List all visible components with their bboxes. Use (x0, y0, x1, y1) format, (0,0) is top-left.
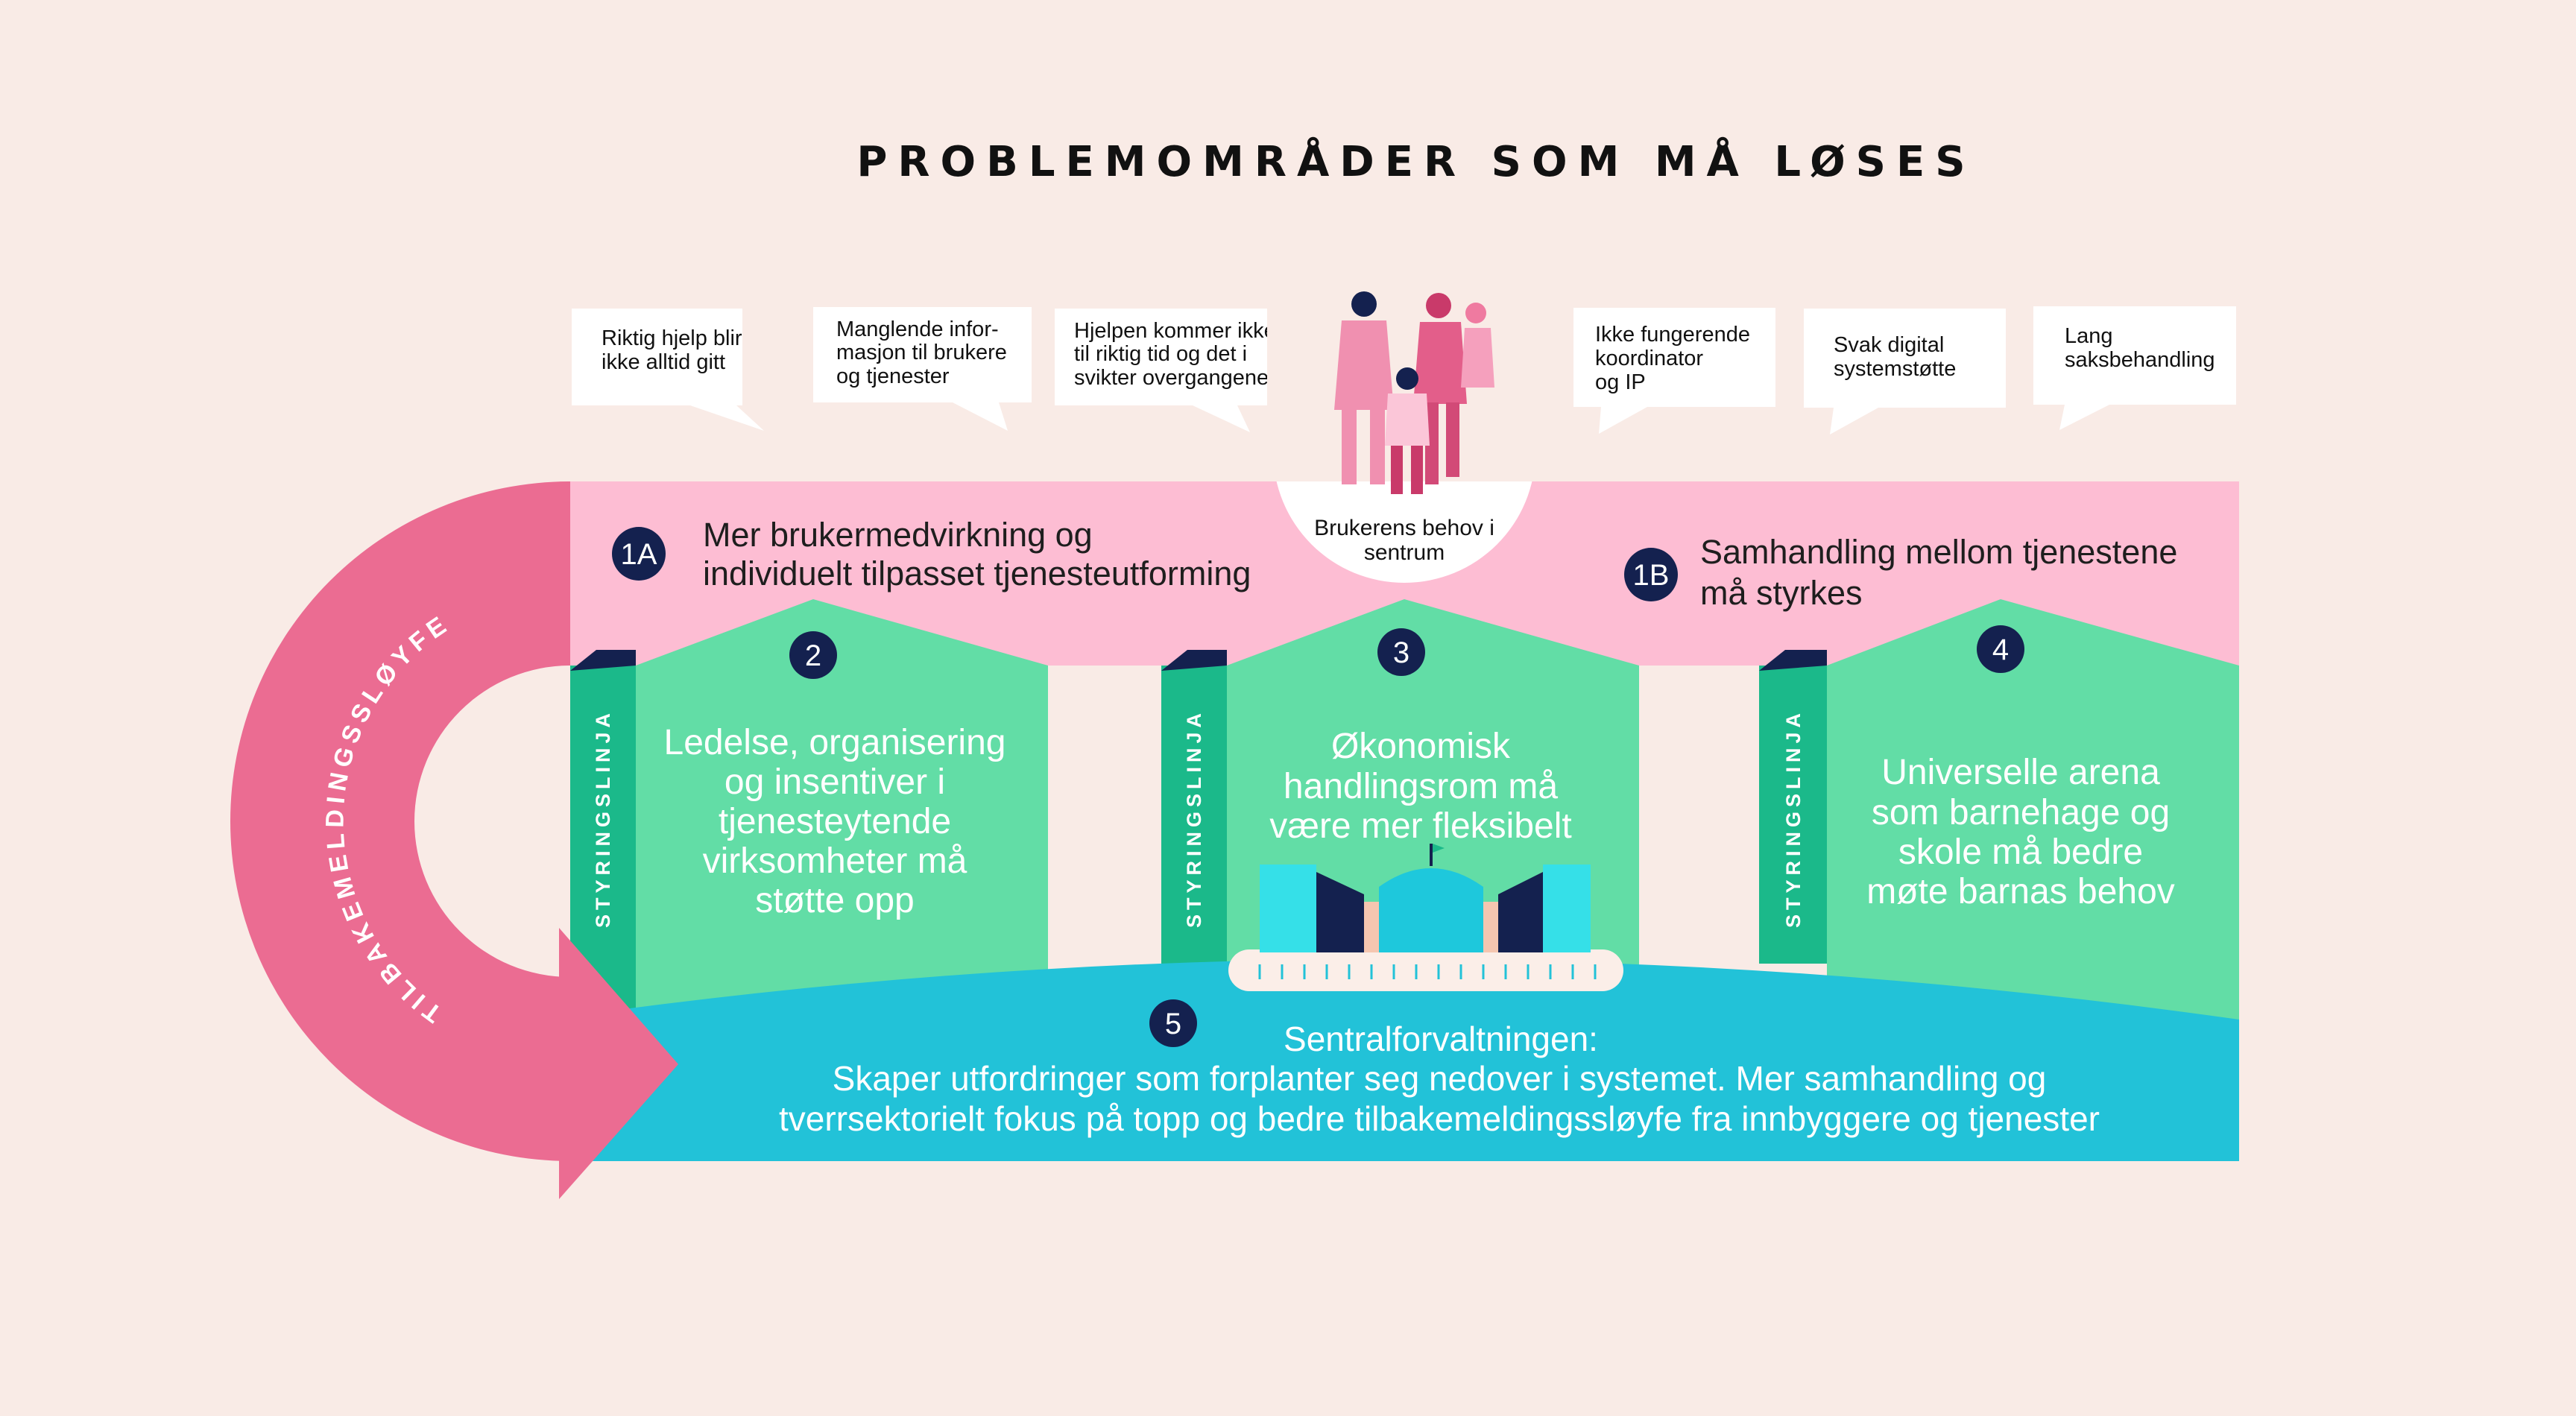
speech-bubble: Hjelpen kommer ikke til riktig tid og de… (1055, 309, 1276, 432)
pillar-text: støtte opp (755, 881, 914, 920)
bubble-text: og tjenester (836, 364, 950, 388)
bubble-text: saksbehandling (2065, 348, 2215, 372)
area-text: tverrsektorielt fokus på topp og bedre t… (779, 1099, 2100, 1138)
steering-label: STYRINGSLINJA (1183, 709, 1205, 928)
steering-label: STYRINGSLINJA (1782, 709, 1805, 928)
number-badge (1624, 548, 1678, 601)
number-label: 1B (1633, 559, 1670, 592)
area-5: 5 Sentralforvaltningen: Skaper utfordrin… (779, 999, 2100, 1138)
bubble-text: og IP (1595, 370, 1646, 394)
pillar-text: være mer fleksibelt (1269, 806, 1571, 846)
bubble-text: koordinator (1595, 347, 1703, 370)
speech-bubble: Ikke fungerende koordinator og IP (1573, 308, 1775, 434)
area-1a: 1A Mer brukermedvirkning og individuelt … (612, 516, 1251, 592)
bubble-text: masjon til brukere (836, 341, 1007, 364)
pillar-text: og insentiver i (724, 762, 945, 802)
parliament-building-illustration (1228, 844, 1623, 991)
steering-strip (1759, 666, 1827, 964)
pillar-text: Universelle arena (1881, 753, 2160, 792)
pillar-4: STYRINGSLINJA 4 Universelle arena som ba… (1759, 599, 2239, 1043)
area-heading: Samhandling mellom tjenestene (1700, 533, 2177, 571)
bubble-text: systemstøtte (1834, 357, 1956, 381)
area-heading: Sentralforvaltningen: (1284, 1020, 1598, 1058)
number-badge (1977, 625, 2024, 673)
number-label: 2 (805, 639, 821, 672)
pillar-text: som barnehage og (1872, 793, 2170, 832)
speech-bubble: Manglende infor- masjon til brukere og t… (813, 307, 1032, 431)
center-label: sentrum (1364, 540, 1445, 565)
number-label: 1A (621, 538, 657, 571)
central-administration-base (591, 958, 2239, 1161)
bubble-text: Riktig hjelp blir (602, 326, 742, 350)
area-1b: 1B Samhandling mellom tjenestene må styr… (1624, 533, 2177, 612)
pillar-text: møte barnas behov (1866, 872, 2175, 911)
steering-strip (1161, 666, 1227, 964)
steering-label: STYRINGSLINJA (592, 709, 614, 928)
bubble-text: svikter overgangene (1074, 366, 1269, 390)
number-badge (1149, 999, 1197, 1047)
number-badge (789, 631, 837, 679)
pillar-text: handlingsrom må (1284, 767, 1558, 806)
pillar-text: Økonomisk (1331, 727, 1511, 766)
speech-bubble: Riktig hjelp blir ikke alltid gitt (572, 309, 764, 431)
pillar-text: skole må bedre (1898, 832, 2143, 872)
number-label: 4 (1992, 633, 2009, 666)
bubble-text: Manglende infor- (836, 317, 999, 341)
bubble-text: til riktig tid og det i (1074, 342, 1247, 366)
area-text: Skaper utfordringer som forplanter seg n… (833, 1059, 2047, 1098)
bubble-text: ikke alltid gitt (602, 350, 725, 374)
area-heading: Mer brukermedvirkning og (703, 516, 1093, 554)
speech-bubble: Svak digital systemstøtte (1804, 309, 2006, 434)
bubble-text: Hjelpen kommer ikke (1074, 319, 1276, 343)
area-heading: må styrkes (1700, 574, 1863, 612)
pillar-text: Ledelse, organisering (664, 723, 1006, 762)
people-illustration (1334, 291, 1494, 494)
bubble-text: Ikke fungerende (1595, 323, 1750, 347)
number-badge (1377, 628, 1425, 676)
speech-bubble: Lang saksbehandling (2033, 306, 2236, 430)
pillar-text: virksomheter må (703, 841, 967, 881)
bubble-text: Svak digital (1834, 333, 1944, 357)
page-title: PROBLEMOMRÅDER SOM MÅ LØSES (856, 137, 1975, 186)
center-label: Brukerens behov i (1314, 516, 1494, 540)
number-label: 3 (1393, 636, 1409, 669)
pillar-2: STYRINGSLINJA 2 Ledelse, organisering og… (570, 599, 1048, 1043)
bubble-text: Lang (2065, 324, 2113, 348)
number-label: 5 (1165, 1008, 1181, 1040)
pillar-text: tjenesteytende (719, 802, 951, 841)
number-badge (612, 527, 666, 581)
area-heading: individuelt tilpasset tjenesteutforming (703, 554, 1251, 592)
